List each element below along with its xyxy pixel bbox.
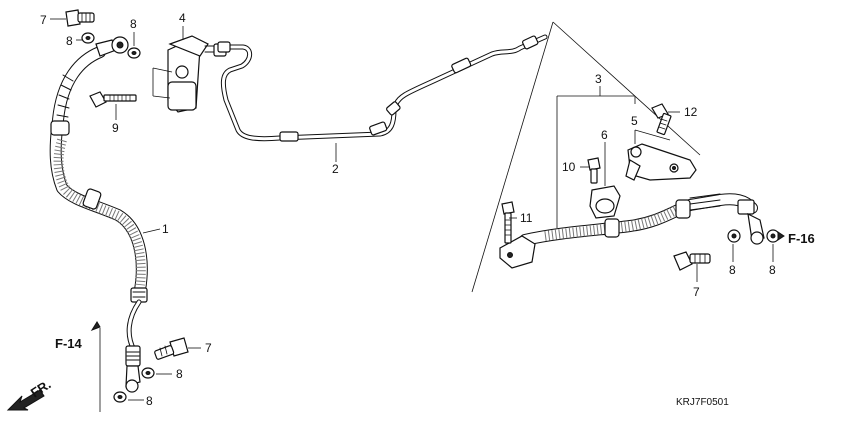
sealing-washer-bottom-mid <box>141 367 155 379</box>
callout-8-top-center: 8 <box>130 17 137 31</box>
callout-12: 12 <box>684 105 698 119</box>
callout-7-top-left: 7 <box>40 13 47 27</box>
callout-6: 6 <box>601 128 608 142</box>
sealing-washer-right-1 <box>727 229 741 243</box>
hose-bracket-5 <box>625 143 697 181</box>
banjo-bolt-bottom-left <box>154 337 189 360</box>
hose-collar-right-3 <box>737 199 755 215</box>
clamp-bolt-10 <box>587 157 601 184</box>
pipe-flare-nut <box>522 35 539 50</box>
sealing-washer-right-2 <box>766 229 780 243</box>
callout-4: 4 <box>179 11 186 25</box>
callout-7-bottom: 7 <box>205 341 212 355</box>
callout-5: 5 <box>631 114 638 128</box>
callout-9: 9 <box>112 121 119 135</box>
callout-8-right-1: 8 <box>729 263 736 277</box>
hose-collar-upper <box>50 120 70 136</box>
sealing-washer-top-left <box>81 32 95 44</box>
brake-pipe-2 <box>217 34 548 142</box>
sealing-washer-top-center <box>127 47 141 59</box>
upper-banjo-hole <box>116 41 124 49</box>
callout-8-bottom-low: 8 <box>146 394 153 408</box>
sealing-washer-bottom-low <box>113 391 127 403</box>
fitting-bolt-11 <box>501 201 515 244</box>
callout-2: 2 <box>332 162 339 176</box>
callout-8-right-2: 8 <box>769 263 776 277</box>
callout-11: 11 <box>520 211 533 225</box>
hose-collar-middle <box>82 188 102 210</box>
callout-8-bottom-mid: 8 <box>176 367 183 381</box>
right-banjo-eye <box>750 231 764 245</box>
callout-numbers: 7 8 8 4 9 1 2 7 8 8 3 5 6 12 10 11 7 8 8 <box>40 11 776 408</box>
right-hose-end-fitting <box>499 235 536 269</box>
pipe-grommet-1 <box>279 131 299 142</box>
reference-f14: F-14 <box>55 336 83 351</box>
brake-hose-1 <box>49 36 148 393</box>
leader-lines <box>50 18 785 412</box>
front-direction-arrow-icon <box>6 389 45 411</box>
bracket-bolt-12 <box>651 103 672 136</box>
mounting-bolt-9 <box>89 91 137 108</box>
brake-hose-3 <box>499 193 765 269</box>
callout-1: 1 <box>162 222 169 236</box>
pipe-grommet-2 <box>369 121 388 136</box>
callout-8-top-left: 8 <box>66 34 73 48</box>
hose-clamp-6 <box>589 185 621 219</box>
lower-banjo-eye <box>125 379 139 393</box>
frame-outline <box>471 21 701 293</box>
diagram-code: KRJ7F0501 <box>676 397 729 408</box>
pipe-grommet-4 <box>451 57 472 74</box>
banjo-bolt-right <box>673 251 711 271</box>
pipe-flare-nut-left <box>217 41 231 53</box>
three-way-joint-4 <box>167 35 227 113</box>
hose-collar-right-2 <box>675 199 691 219</box>
reference-f16: F-16 <box>788 231 815 246</box>
pipe-grommet-3 <box>386 101 401 116</box>
callout-7-right: 7 <box>693 285 700 299</box>
hose-collar-right-1 <box>604 218 620 238</box>
banjo-bolt-top-left <box>65 9 95 27</box>
callout-3: 3 <box>595 72 602 86</box>
callout-10: 10 <box>562 160 576 174</box>
